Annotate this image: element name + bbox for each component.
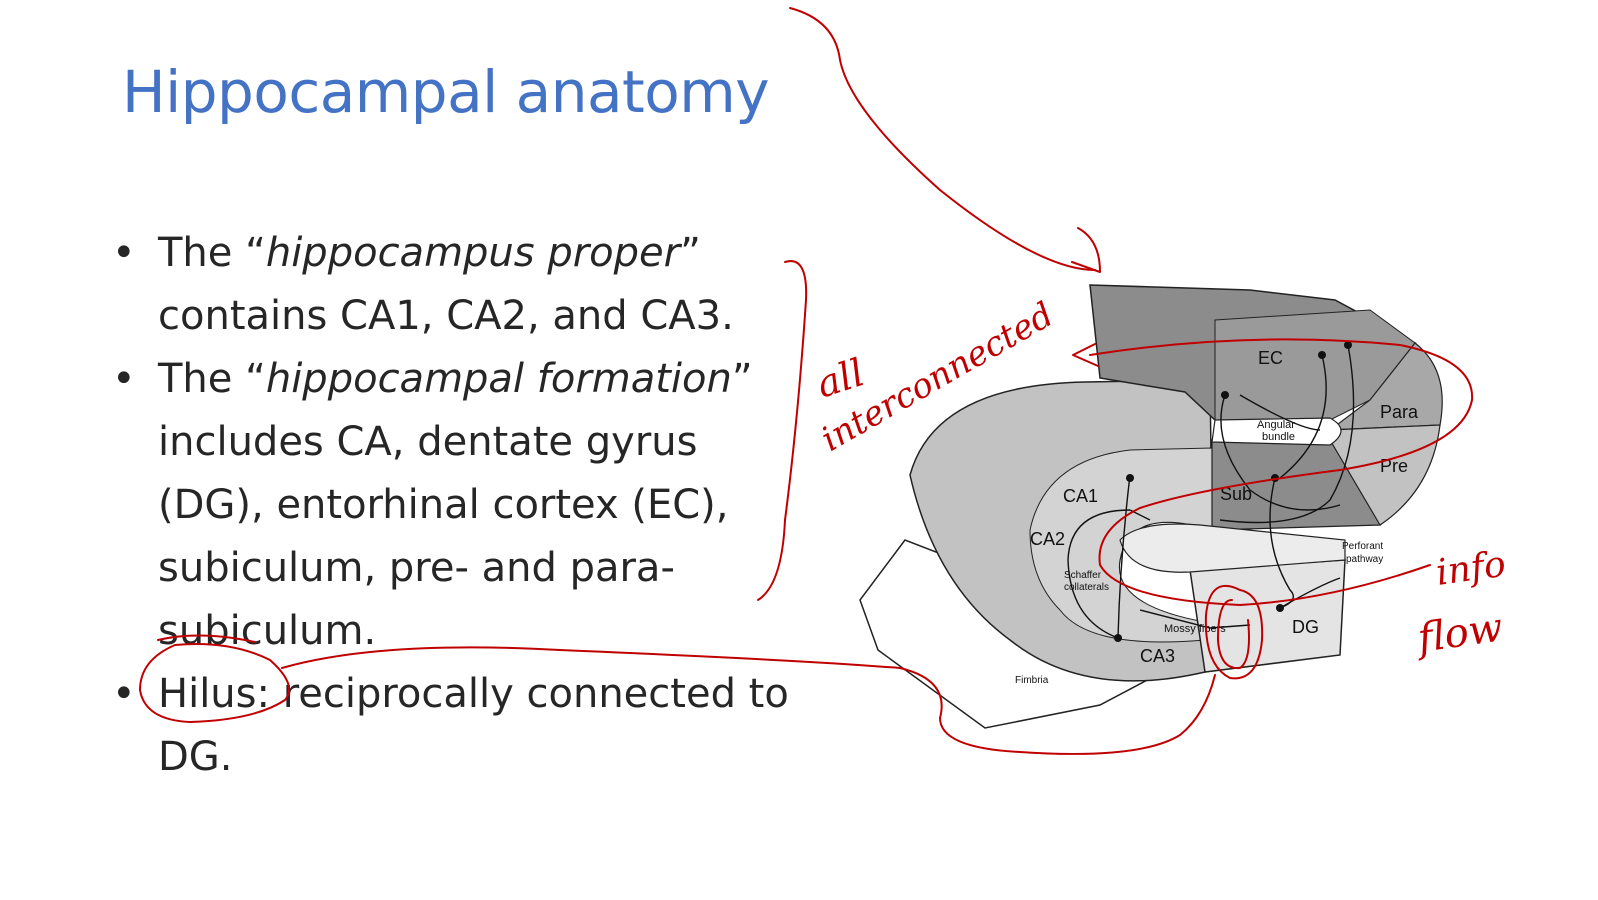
label-perforant-1: Perforant (1342, 541, 1383, 552)
annotation-hilus-underline (157, 634, 256, 643)
annotation-arrow-interconnected (1072, 343, 1099, 367)
label-mossy-fibers: Mossy fibers (1164, 623, 1226, 635)
bullet-marker: • (112, 230, 136, 276)
annotation-dg-circle-inner (1217, 599, 1250, 670)
label-schaffer-2: collaterals (1064, 582, 1109, 593)
annotation-hilus-connector (281, 646, 1216, 755)
bullet-hippocampus-proper: •The “hippocampus proper” contains CA1, … (112, 222, 812, 348)
angular-bundle (1211, 417, 1342, 446)
annotation-text-flow: flow (1412, 605, 1506, 663)
bullet-marker: • (112, 356, 136, 402)
label-perforant-2: pathway (1346, 554, 1383, 565)
label-sub: Sub (1220, 484, 1252, 504)
bullet-hilus: •Hilus: reciprocally connected to DG. (112, 663, 812, 789)
label-ca3: CA3 (1140, 646, 1175, 666)
annotation-hilus-circle (139, 643, 290, 723)
label-ca1: CA1 (1063, 486, 1098, 506)
annotation-bracket (757, 260, 808, 601)
bullet-marker: • (112, 671, 136, 717)
label-dg: DG (1292, 617, 1319, 637)
label-para: Para (1380, 402, 1419, 422)
slide-title: Hippocampal anatomy (122, 58, 770, 126)
annotation-arrow-to-ec (789, 7, 1096, 271)
label-ec: EC (1258, 348, 1283, 368)
label-schaffer-1: Schaffer (1064, 570, 1102, 581)
label-fimbria: Fimbria (1015, 675, 1049, 686)
ca-inner-layer (1029, 447, 1213, 643)
bullet-hippocampal-formation: •The “hippocampal formation” includes CA… (112, 348, 812, 663)
annotation-text-info: info (1434, 544, 1509, 594)
annotation-dg-circle (1204, 584, 1264, 680)
label-ca2: CA2 (1030, 529, 1065, 549)
label-angular-bundle-2: bundle (1262, 431, 1295, 443)
bullet-list: •The “hippocampus proper” contains CA1, … (112, 222, 812, 789)
dg-top-surface (1119, 523, 1346, 573)
dentate-gyrus-region (1189, 559, 1346, 673)
label-angular-bundle-1: Angular (1257, 419, 1295, 431)
neuron-somas (1114, 341, 1352, 642)
neural-fibers (1067, 344, 1355, 639)
annotation-arrowhead-ec (1071, 227, 1101, 273)
